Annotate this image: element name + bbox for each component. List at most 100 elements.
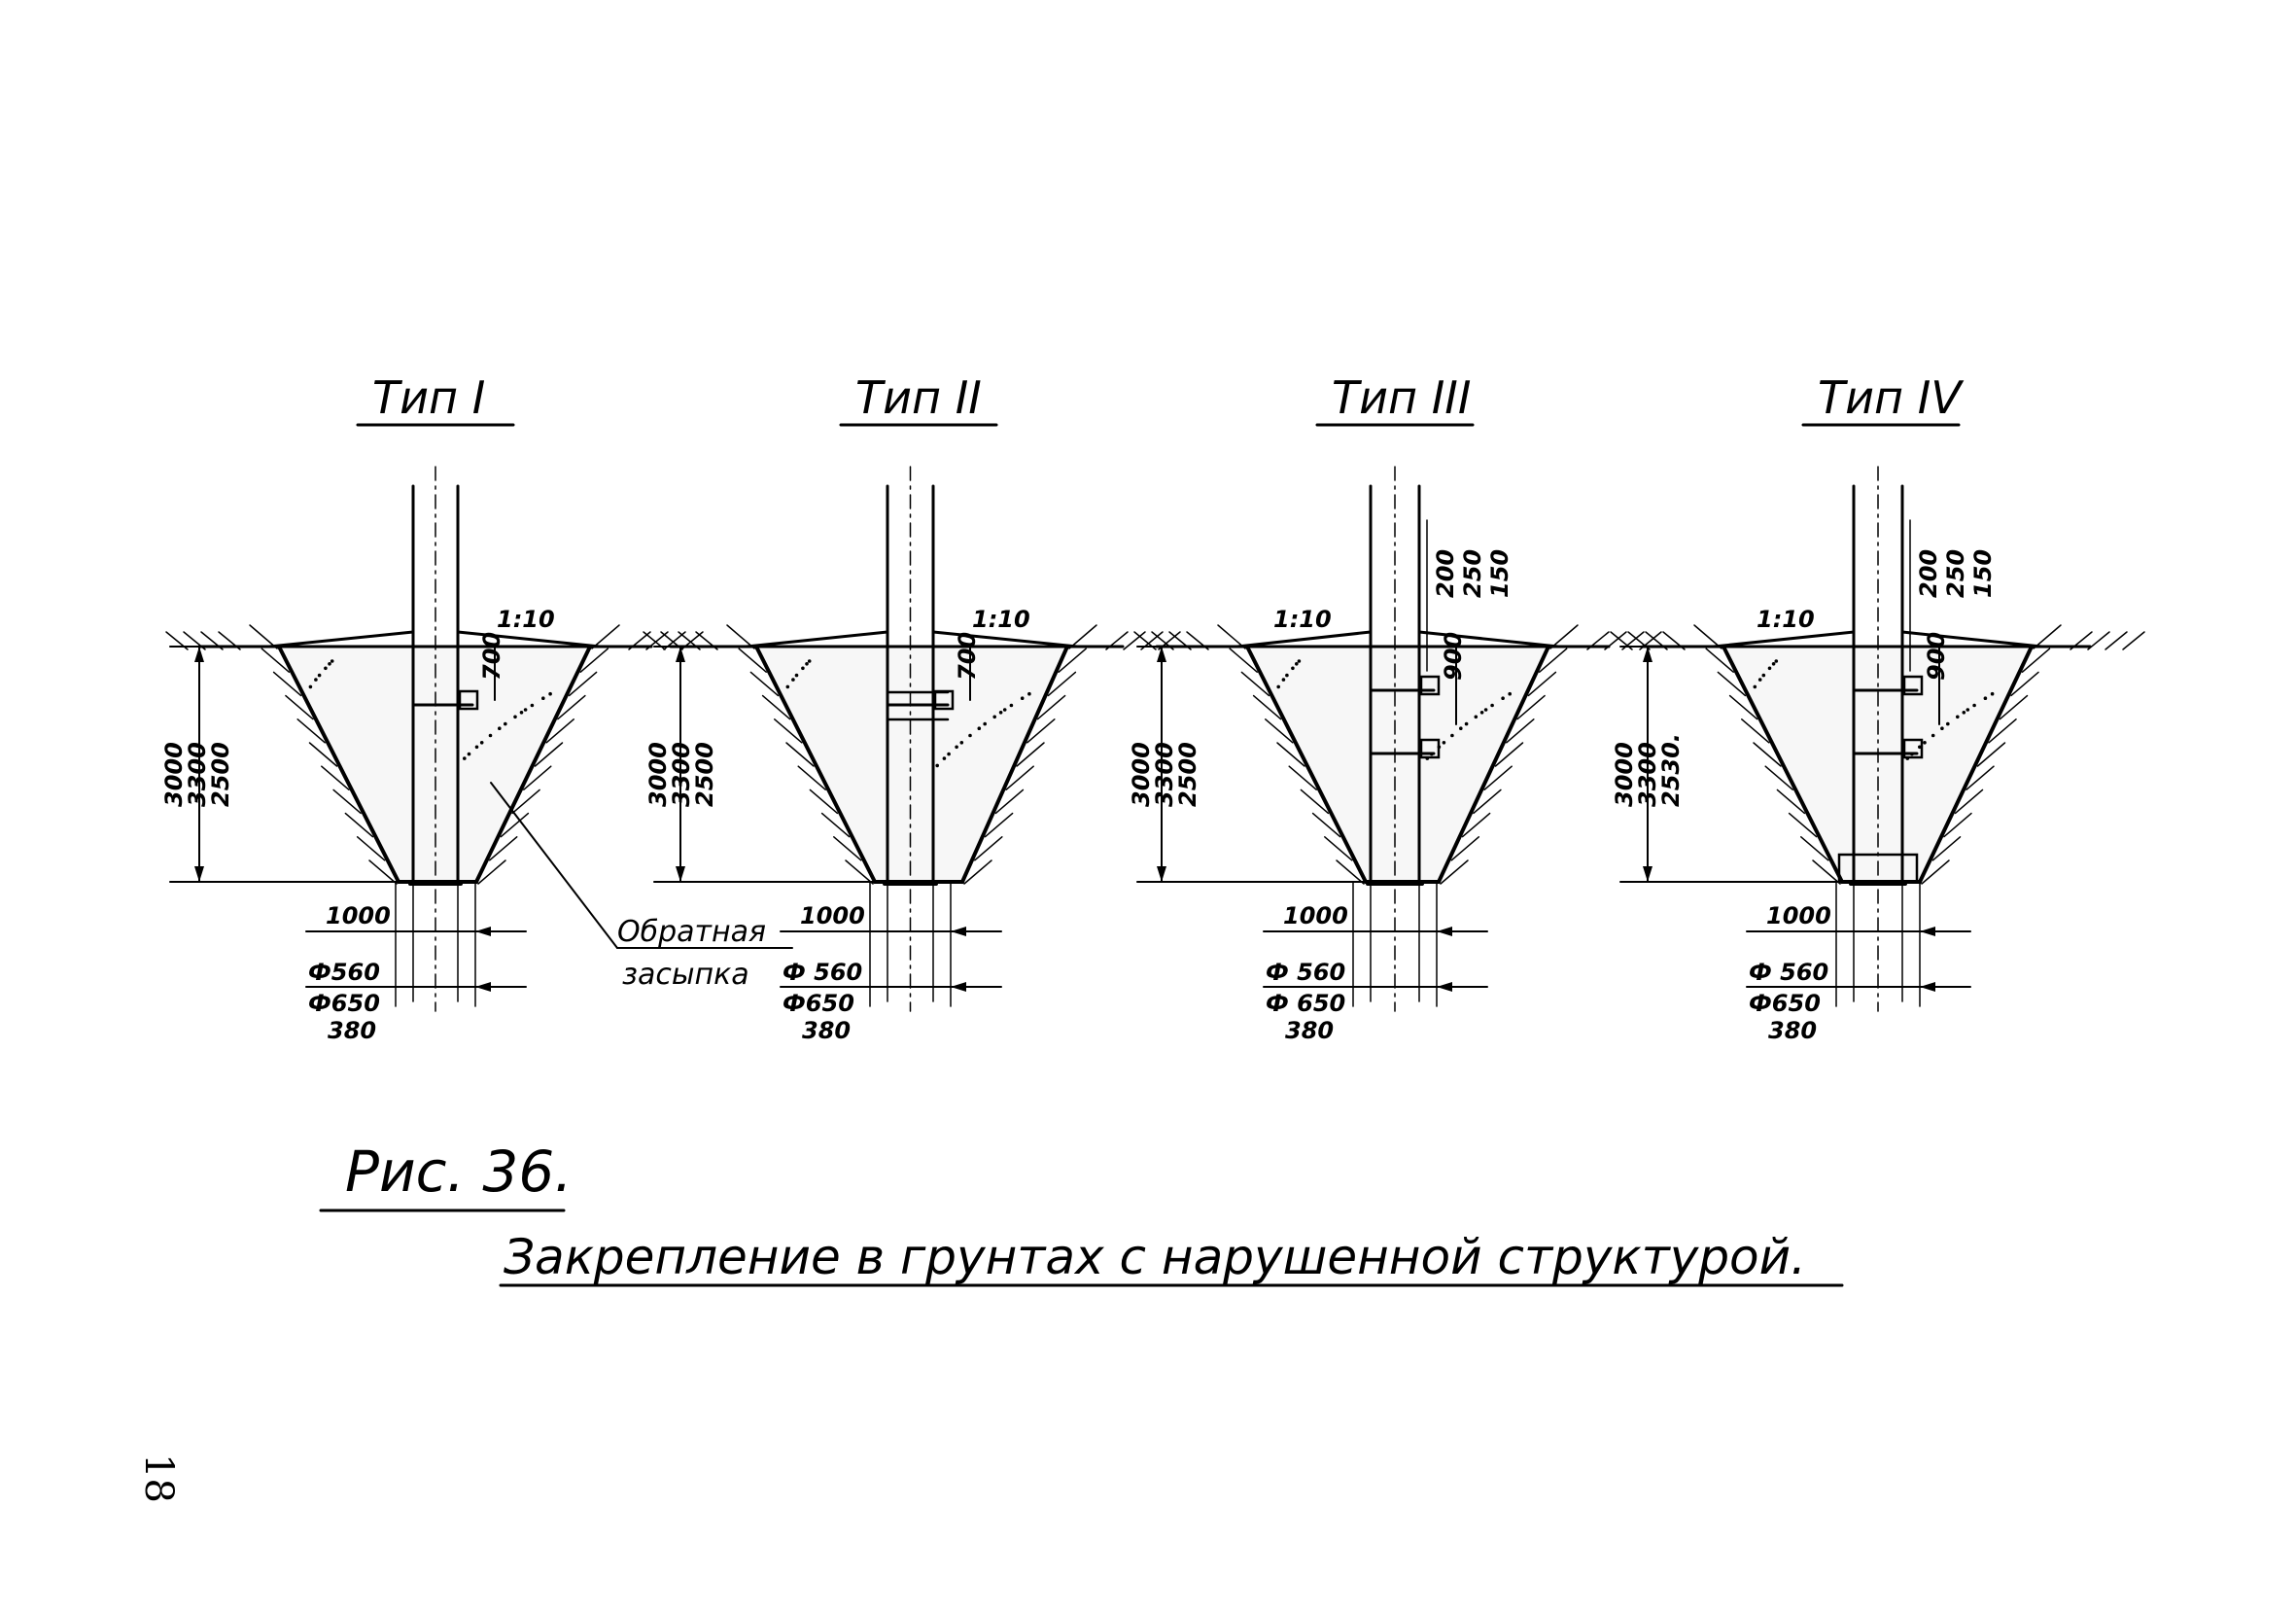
soil-hatch [1812, 859, 1841, 885]
soil-hatch [833, 836, 862, 861]
panel-title: Тип I [372, 371, 485, 424]
soil-hatch [1026, 718, 1056, 744]
soil-hatch [285, 694, 314, 720]
vertical-dim-label: 150 [1969, 549, 1997, 598]
soil-hatch [695, 631, 718, 650]
backfill-dot [328, 662, 331, 666]
panel-title: Тип II [855, 371, 982, 424]
backfill-dot [935, 763, 939, 768]
soil-hatch [332, 788, 362, 815]
soil-hatch [1976, 742, 2006, 767]
backfill-dot [463, 756, 467, 760]
soil-hatch [974, 836, 1003, 861]
soil-hatch [1728, 694, 1758, 720]
height-dim-label: 3300 [1634, 742, 1661, 807]
soil-hatch [1954, 788, 1984, 815]
soil-hatch [500, 812, 530, 838]
backfill-dot [1281, 678, 1286, 682]
soil-hatch [1311, 812, 1341, 838]
height-dim-label: 3300 [1151, 742, 1178, 807]
dim-1000-label: 1000 [326, 902, 391, 929]
backfill-dot [1753, 684, 1757, 689]
arrowhead [676, 866, 685, 882]
soil-hatch [820, 812, 851, 838]
leader-line [490, 782, 618, 949]
backfill-mound-right [1417, 630, 1560, 648]
backfill-dot [513, 715, 517, 719]
soil-hatch [249, 624, 278, 649]
soil-hatch [1788, 812, 1818, 838]
dim-1000-label: 1000 [800, 902, 865, 929]
backfill-dot [1990, 691, 1995, 696]
soil-hatch [1450, 836, 1480, 861]
backfill-area [756, 647, 1067, 882]
soil-hatch [1753, 742, 1782, 767]
base-plate [1837, 853, 1919, 884]
soil-hatch [356, 836, 386, 861]
arrowhead [475, 982, 491, 992]
height-dim-label: 3300 [668, 742, 695, 807]
backfill-dot [968, 733, 972, 738]
soil-hatch [261, 648, 291, 673]
arrowhead [676, 647, 685, 662]
dim-380-label: 380 [328, 1017, 376, 1044]
anchor-clamp [458, 689, 479, 711]
soil-hatch [797, 765, 826, 790]
soil-hatch [2010, 671, 2039, 697]
backfill-dot [1946, 721, 1950, 726]
backfill-dot [1479, 711, 1484, 715]
backfill-label-line1: Обратная [617, 915, 766, 949]
diameter-560-label: Ф 560 [783, 959, 862, 986]
backfill-dot [1501, 696, 1505, 700]
height-dim-label: 3000 [644, 742, 672, 807]
height-dim-label: 2530. [1657, 733, 1685, 807]
backfill-dot [1757, 678, 1762, 682]
soil-hatch [1549, 624, 1579, 649]
soil-hatch [1988, 718, 2017, 744]
bolt-dim-label: 900 [1440, 632, 1467, 681]
soil-hatch [2033, 624, 2062, 649]
backfill-dot [330, 659, 334, 663]
arrowhead [475, 927, 491, 936]
backfill-dot [1027, 691, 1031, 696]
backfill-dot [794, 673, 799, 678]
diameter-650-label: Ф 650 [1266, 990, 1345, 1017]
soil-hatch [2122, 631, 2145, 650]
backfill-dot [998, 711, 1003, 715]
backfill-mound-left [267, 630, 415, 648]
soil-hatch [308, 742, 338, 767]
soil-hatch [368, 859, 398, 885]
arrowhead [1157, 647, 1166, 662]
soil-hatch [477, 859, 506, 885]
slope-label: 1:10 [1273, 606, 1332, 633]
backfill-dot [1966, 708, 1970, 712]
backfill-dot [955, 745, 958, 750]
soil-hatch [726, 624, 755, 649]
figure-caption-text: Закрепление в грунтах с нарушенной струк… [504, 1229, 1806, 1285]
soil-hatch [1516, 694, 1546, 720]
soil-hatch [1324, 836, 1353, 861]
soil-hatch [1105, 631, 1129, 650]
diameter-560-label: Ф 560 [1749, 959, 1828, 986]
soil-hatch [344, 812, 374, 838]
backfill-dot [1774, 659, 1779, 663]
trench-wall-left [754, 645, 877, 884]
soil-hatch [1921, 859, 1950, 885]
panel-title: Тип III [1332, 371, 1471, 424]
backfill-dot [1508, 691, 1512, 696]
trench-wall-left [1722, 645, 1844, 884]
soil-hatch [321, 765, 350, 790]
arrowhead [1920, 927, 1935, 936]
soil-hatch [1776, 788, 1806, 815]
backfill-dot [498, 726, 502, 730]
backfill-dot [1490, 703, 1494, 708]
backfill-dot [1297, 659, 1302, 663]
soil-hatch [523, 765, 552, 790]
soil-hatch [809, 788, 839, 815]
soil-hatch [534, 742, 564, 767]
backfill-dot [314, 678, 318, 682]
arrowhead [194, 866, 204, 882]
soil-hatch [994, 788, 1025, 815]
backfill-mound-right [931, 630, 1079, 648]
